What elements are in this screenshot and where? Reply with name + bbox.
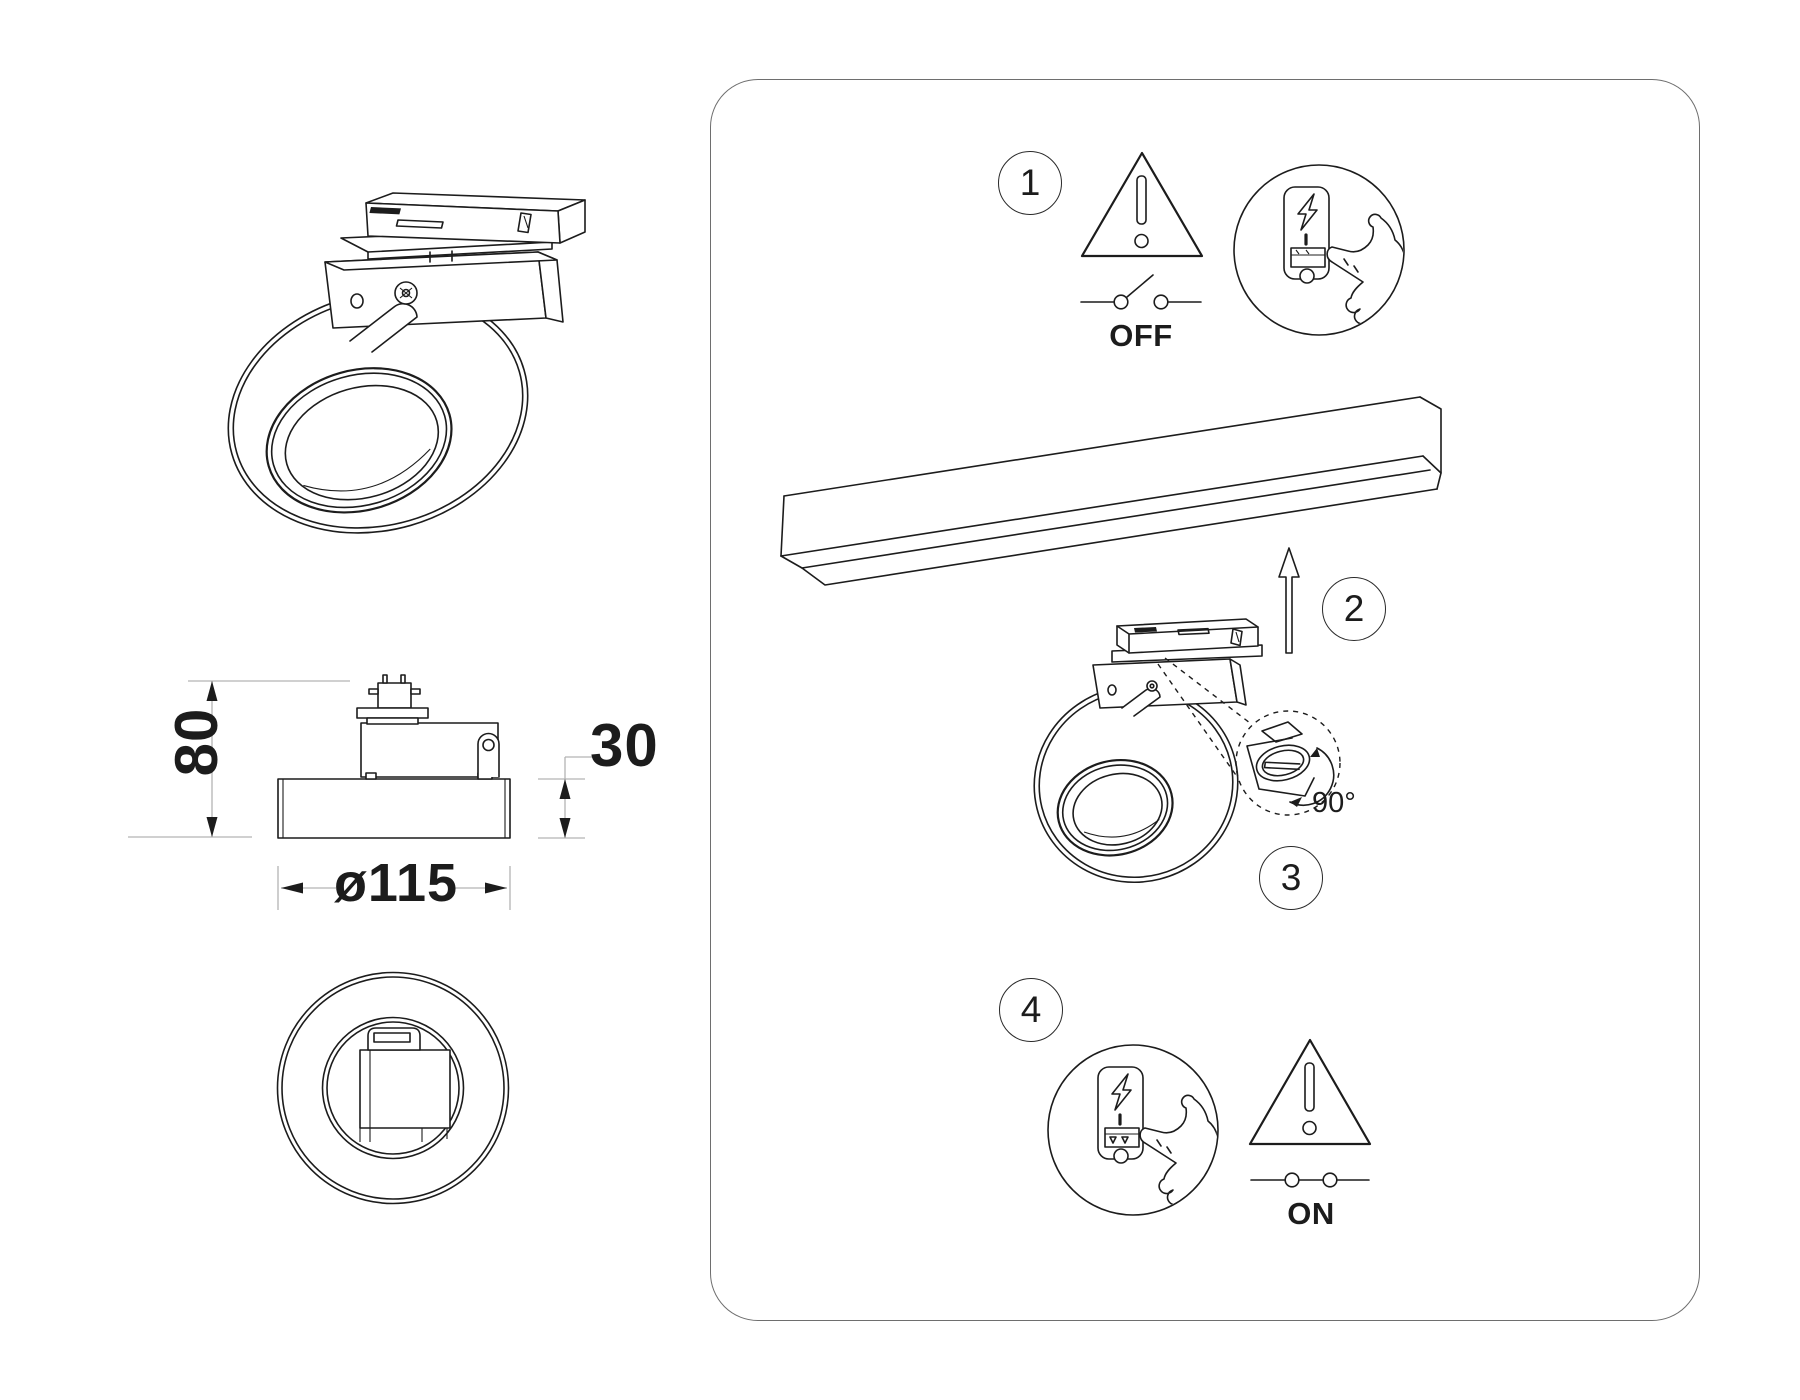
step4-press-switch-circle (1047, 1044, 1219, 1216)
rotate-arrow (1289, 747, 1335, 806)
spotlight-3d-view (227, 192, 586, 534)
dim-height-label: 80 (163, 707, 230, 777)
step-2-digit: 2 (1343, 588, 1365, 629)
step-4-digit: 4 (1020, 989, 1042, 1030)
instruction-panel (710, 79, 1700, 1321)
dim-body-30 (538, 756, 594, 839)
step-1-digit: 1 (1019, 162, 1041, 203)
track-rail (780, 396, 1442, 586)
dim-height-80 (128, 680, 350, 838)
step-3-digit: 3 (1280, 857, 1302, 898)
track-adapter-side (356, 674, 429, 725)
hand-icon (1326, 213, 1403, 334)
lamp-body-side (277, 778, 511, 839)
insert-arrow-up-icon (1278, 547, 1300, 654)
pivot-arm (349, 281, 418, 353)
switch-on-label: ON (1287, 1196, 1335, 1231)
dim-body-height-label: 30 (590, 712, 659, 779)
rotation-angle-label: 90° (1312, 787, 1356, 819)
step-number-3: 3 (1259, 846, 1323, 910)
toggle-switch (1290, 247, 1326, 268)
lightning-bolt-icon (1111, 1073, 1132, 1111)
exclamation-dot (1134, 233, 1149, 249)
step4-switch-closed-symbol (1250, 1172, 1370, 1188)
connector-tab (367, 1027, 421, 1051)
switch-off-label: OFF (1109, 318, 1173, 353)
hand-icon (1139, 1094, 1217, 1214)
bottom-view (276, 971, 510, 1205)
step3-spotlight (1033, 618, 1341, 884)
lightning-bolt-icon (1297, 193, 1318, 231)
dim-diameter-label: ø115 (333, 853, 459, 913)
gear-housing (359, 1049, 451, 1129)
mounting-bracket (324, 251, 564, 329)
exclamation-bar (1304, 1062, 1315, 1112)
exclamation-bar (1136, 175, 1147, 225)
side-view (128, 674, 594, 910)
dim-diameter-115 (277, 866, 511, 910)
mounting-bracket-small (1092, 658, 1247, 717)
step4-warning-triangle (1248, 1038, 1372, 1146)
lock-knob-detail (1246, 721, 1335, 807)
callout-leader-lines (1157, 657, 1251, 779)
track-adapter-small (1116, 618, 1259, 654)
step-number-2: 2 (1322, 577, 1386, 641)
exclamation-dot (1302, 1120, 1317, 1136)
step3-lock-detail-callout (1235, 710, 1341, 816)
track-adapter (365, 192, 586, 244)
step1-switch-open-symbol (1080, 274, 1202, 310)
step-number-1: 1 (998, 151, 1062, 215)
step-number-4: 4 (999, 978, 1063, 1042)
step1-press-switch-circle (1233, 164, 1405, 336)
step1-warning-triangle (1080, 151, 1204, 258)
